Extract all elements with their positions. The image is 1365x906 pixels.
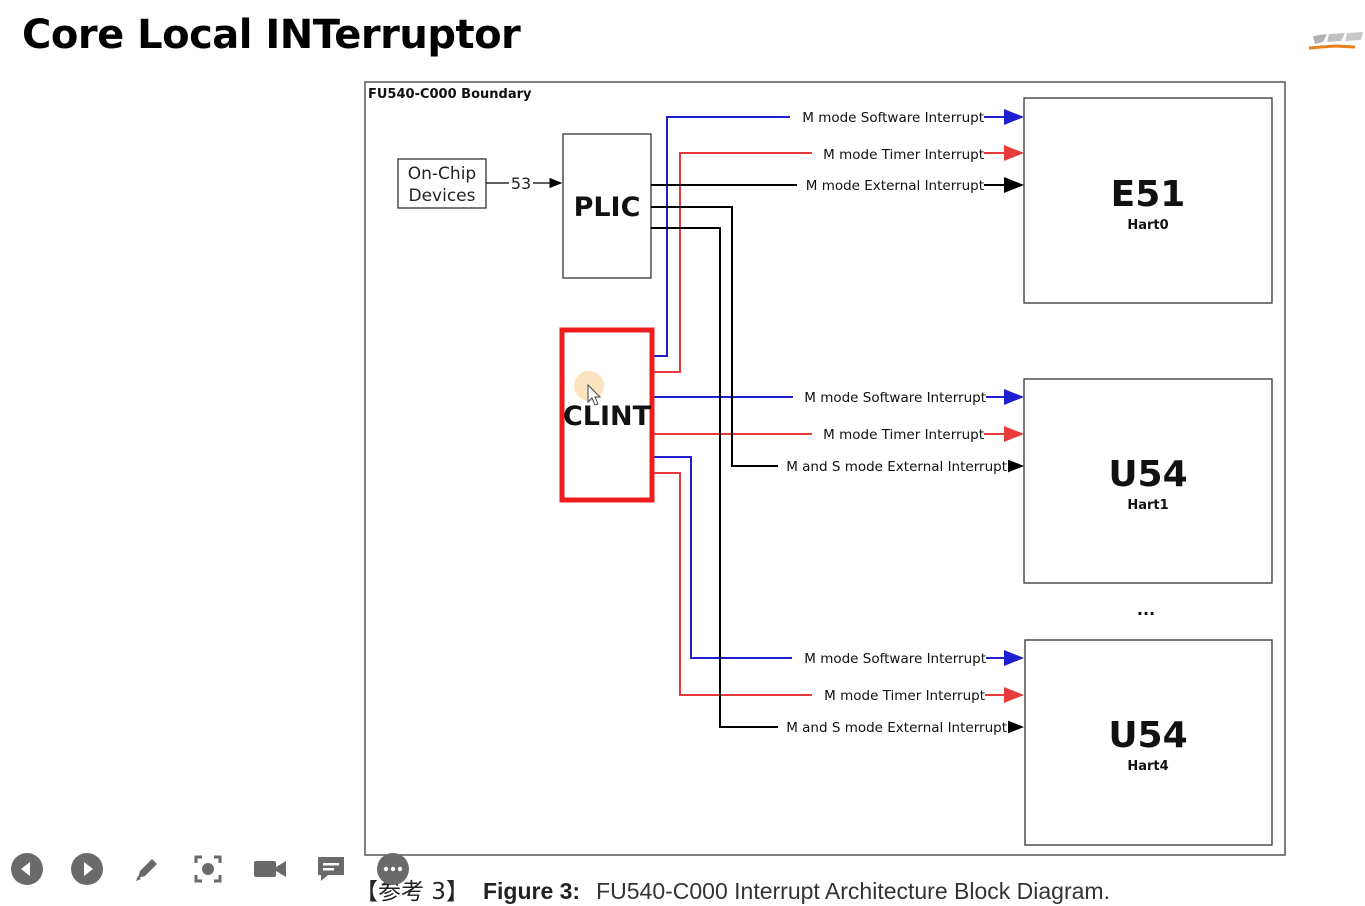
- hart-name-u54-4: U54: [1108, 715, 1187, 756]
- boundary-label: FU540-C000 Boundary: [368, 87, 532, 102]
- pen-button[interactable]: [128, 850, 166, 888]
- signal-label-timer-hart0: M mode Timer Interrupt: [823, 147, 984, 163]
- prev-icon: [11, 853, 43, 885]
- hart-box-u54-1: [1023, 378, 1273, 584]
- more-icon: [377, 853, 409, 885]
- camera-button[interactable]: [251, 850, 289, 888]
- screenshot-icon: [194, 855, 222, 883]
- hart-sub-hart1: Hart1: [1127, 498, 1168, 513]
- onchip-devices-label-line1: On-Chip: [408, 164, 476, 184]
- caption-text: FU540-C000 Interrupt Architecture Block …: [596, 878, 1110, 904]
- fu540-boundary-box: [364, 81, 1286, 856]
- pen-icon: [136, 859, 157, 881]
- comment-button[interactable]: [312, 850, 350, 888]
- next-icon: [71, 853, 103, 885]
- more-button[interactable]: [374, 850, 412, 888]
- signal-label-ext-hart4: M and S mode External Interrupt: [786, 720, 1007, 736]
- next-button[interactable]: [68, 850, 106, 888]
- hart-name-e51: E51: [1111, 174, 1186, 215]
- caption-ref: 【参考 3】: [355, 879, 469, 905]
- wire-sw-hart4: [654, 456, 1024, 666]
- cursor-icon: [587, 383, 602, 406]
- onchip-devices-label-line2: Devices: [409, 186, 476, 206]
- logo-icon: [1308, 32, 1363, 50]
- hart-box-e51: [1023, 97, 1273, 304]
- hart-name-u54-1: U54: [1108, 454, 1187, 495]
- clint-box: [559, 327, 655, 503]
- hart-sub-hart0: Hart0: [1127, 218, 1168, 233]
- plic-box: [562, 133, 652, 279]
- signal-label-sw-hart1: M mode Software Interrupt: [804, 390, 986, 406]
- hart-box-u54-4: [1024, 639, 1273, 846]
- comment-icon: [318, 857, 344, 881]
- signal-label-timer-hart4: M mode Timer Interrupt: [824, 688, 985, 704]
- hart-sub-hart4: Hart4: [1127, 759, 1168, 774]
- prev-button[interactable]: [8, 850, 46, 888]
- signal-label-ext-hart0: M mode External Interrupt: [806, 178, 984, 194]
- hart-ellipsis: ...: [1137, 600, 1155, 619]
- signal-label-timer-hart1: M mode Timer Interrupt: [823, 427, 984, 443]
- screenshot-button[interactable]: [189, 850, 227, 888]
- signal-label-sw-hart0: M mode Software Interrupt: [802, 110, 984, 126]
- caption-figure: Figure 3:: [482, 878, 581, 904]
- onchip-link-label: 53: [511, 174, 531, 193]
- figure-caption: 【参考 3】 Figure 3: FU540-C000 Interrupt Arch…: [355, 872, 1110, 906]
- signal-label-ext-hart1: M and S mode External Interrupt: [786, 459, 1007, 475]
- camera-icon: [254, 861, 286, 877]
- plic-label: PLIC: [574, 192, 641, 223]
- clint-label: CLINT: [563, 401, 652, 432]
- slide-title: Core Local INTerruptor: [22, 12, 521, 58]
- signal-label-sw-hart4: M mode Software Interrupt: [804, 651, 986, 667]
